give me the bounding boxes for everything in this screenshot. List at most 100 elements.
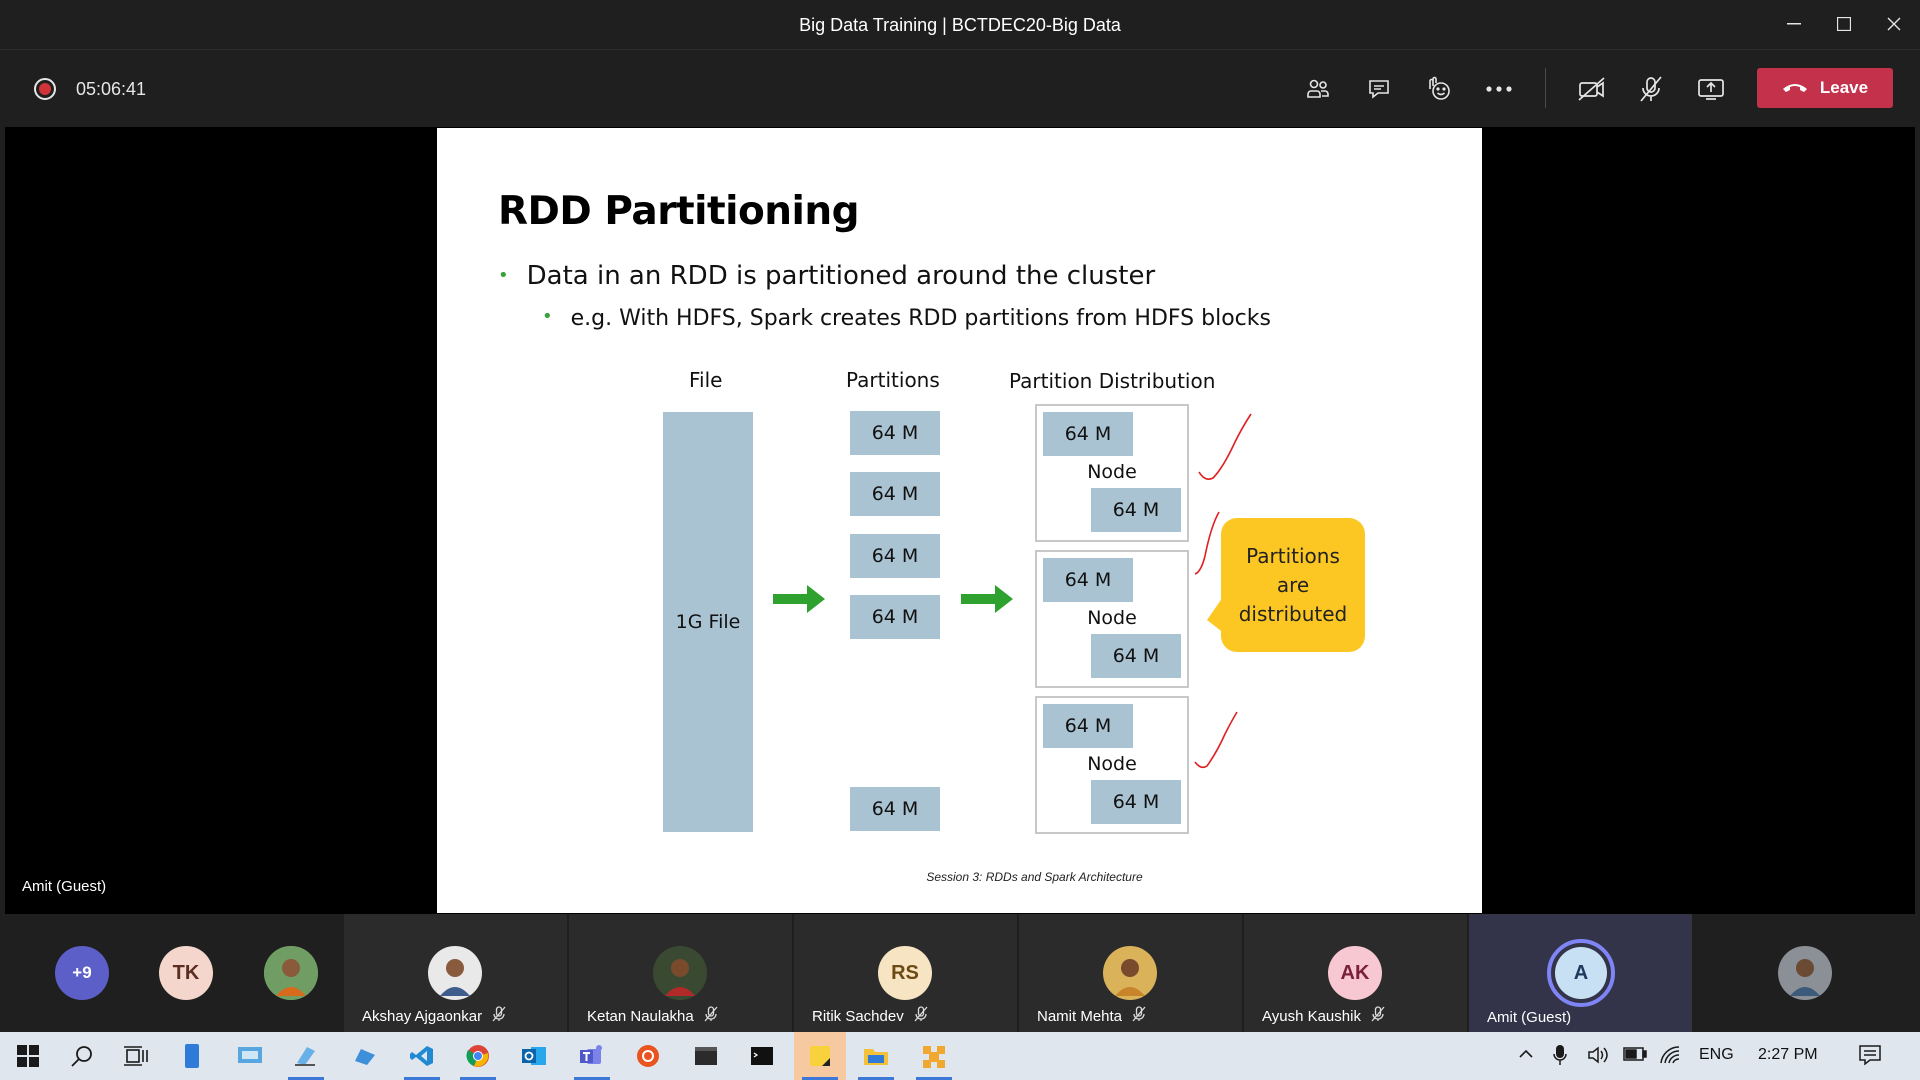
partition-block: 64 M	[850, 534, 940, 578]
hang-up-icon	[1782, 78, 1808, 98]
remote-desktop-icon[interactable]	[224, 1032, 276, 1080]
checkmark-annotation	[1194, 711, 1238, 769]
vscode-icon[interactable]	[396, 1032, 448, 1080]
avatar-photo	[428, 946, 482, 1000]
node-label: Node	[1087, 753, 1137, 775]
participant-name: Ketan Naulakha	[587, 1007, 694, 1025]
participants-strip: +9 TK Akshay Ajgaonkar Ketan Naulakha RS…	[0, 914, 1920, 1032]
share-screen-icon[interactable]	[1691, 72, 1731, 106]
node-partition-block: 64 M	[1091, 634, 1181, 678]
bullet-2-text: e.g. With HDFS, Spark creates RDD partit…	[570, 306, 1271, 331]
participants-icon[interactable]	[1298, 72, 1338, 106]
participant-tile[interactable]: AK Ayush Kaushik	[1244, 914, 1467, 1032]
node-label: Node	[1087, 461, 1137, 483]
partition-block: 64 M	[850, 472, 940, 516]
avatar-photo	[1778, 946, 1832, 1000]
mic-muted-icon	[492, 1006, 506, 1026]
partition-block: 64 M	[850, 595, 940, 639]
participant-tile[interactable]: Akshay Ajgaonkar	[344, 914, 567, 1032]
more-options-icon[interactable]	[1479, 72, 1519, 106]
avatar-photo	[653, 946, 707, 1000]
search-icon[interactable]	[56, 1032, 108, 1080]
meeting-timer: 05:06:41	[76, 79, 147, 99]
slide-footer: Session 3: RDDs and Spark Architecture	[926, 870, 1143, 884]
ubuntu-icon[interactable]	[622, 1032, 674, 1080]
participant-tile[interactable]: RS Ritik Sachdev	[794, 914, 1017, 1032]
node-partition-block: 64 M	[1043, 704, 1133, 748]
presenter-name-label: Amit (Guest)	[22, 878, 107, 895]
cloud-app-icon[interactable]	[338, 1032, 390, 1080]
volume-icon[interactable]	[1587, 1045, 1611, 1070]
teams-icon[interactable]	[566, 1032, 618, 1080]
clock[interactable]: 2:27 PM	[1758, 1046, 1818, 1063]
node-partition-block: 64 M	[1043, 412, 1133, 456]
participant-name: Amit (Guest)	[1487, 1009, 1572, 1026]
participant-tile-speaking[interactable]: A Amit (Guest)	[1469, 914, 1692, 1032]
arrow-right-icon	[773, 585, 825, 613]
shared-slide: RDD Partitioning •Data in an RDD is part…	[437, 128, 1482, 913]
avatar[interactable]: TK	[159, 946, 213, 1000]
maximize-icon[interactable]	[1824, 10, 1864, 38]
camera-off-icon[interactable]	[1572, 72, 1612, 106]
avatar-photo	[1103, 946, 1157, 1000]
avatar: A	[1555, 947, 1607, 999]
node-box: 64 M Node 64 M	[1035, 550, 1189, 688]
mic-muted-icon	[914, 1006, 928, 1026]
recording-icon	[34, 78, 56, 100]
title-bar: Big Data Training | BCTDEC20-Big Data	[0, 0, 1920, 50]
avatar-photo[interactable]	[264, 946, 318, 1000]
mic-muted-icon	[1371, 1006, 1385, 1026]
bullet-dot-icon: •	[498, 265, 509, 286]
reactions-icon[interactable]	[1419, 72, 1459, 106]
participant-name: Akshay Ajgaonkar	[362, 1007, 483, 1025]
notifications-icon[interactable]	[1858, 1044, 1882, 1071]
minimize-icon[interactable]	[1774, 10, 1814, 38]
chat-icon[interactable]	[1359, 72, 1399, 106]
file-column-header: File	[689, 368, 723, 392]
file-explorer-icon[interactable]	[850, 1032, 902, 1080]
chevron-up-icon[interactable]	[1517, 1045, 1535, 1068]
task-view-icon[interactable]	[110, 1032, 162, 1080]
callout-bubble: Partitions are distributed	[1221, 518, 1365, 652]
file-block-label: 1G File	[675, 611, 741, 633]
callout-pointer	[1207, 594, 1225, 634]
mic-off-icon[interactable]	[1631, 72, 1671, 106]
participant-name: Namit Mehta	[1037, 1007, 1123, 1025]
speaking-ring: A	[1547, 939, 1615, 1007]
node-box: 64 M Node 64 M	[1035, 404, 1189, 542]
snipping-tool-icon[interactable]	[280, 1032, 332, 1080]
avatar: AK	[1328, 946, 1382, 1000]
battery-icon[interactable]	[1623, 1047, 1647, 1066]
participant-tile[interactable]: Ketan Naulakha	[569, 914, 792, 1032]
mic-muted-icon	[1132, 1006, 1146, 1026]
arrow-right-icon	[961, 585, 1013, 613]
phone-app-icon[interactable]	[166, 1032, 218, 1080]
windows-taskbar: ENG 2:27 PM	[0, 1032, 1920, 1080]
windows-start-icon[interactable]	[2, 1032, 54, 1080]
wifi-icon[interactable]	[1659, 1045, 1681, 1070]
overflow-participants-badge[interactable]: +9	[55, 946, 109, 1000]
node-box: 64 M Node 64 M	[1035, 696, 1189, 834]
checkmark-annotation	[1198, 413, 1252, 480]
sticky-notes-icon[interactable]	[794, 1032, 846, 1080]
chrome-icon[interactable]	[452, 1032, 504, 1080]
leave-button[interactable]: Leave	[1757, 68, 1893, 108]
outlook-icon[interactable]	[508, 1032, 560, 1080]
close-icon[interactable]	[1874, 10, 1914, 38]
app-icon[interactable]	[908, 1032, 960, 1080]
terminal-icon[interactable]	[680, 1032, 732, 1080]
command-prompt-icon[interactable]	[736, 1032, 788, 1080]
language-indicator[interactable]: ENG	[1699, 1046, 1734, 1063]
node-partition-block: 64 M	[1091, 488, 1181, 532]
bullet-1-text: Data in an RDD is partitioned around the…	[526, 261, 1156, 291]
participant-tile[interactable]: Namit Mehta	[1019, 914, 1242, 1032]
avatar: RS	[878, 946, 932, 1000]
partition-block: 64 M	[850, 787, 940, 831]
bullet-1: • Data in an RDD is partitioned around th…	[498, 261, 1155, 291]
distribution-column-header: Partition Distribution	[1009, 369, 1216, 393]
participant-tile[interactable]	[1694, 914, 1920, 1032]
microphone-icon[interactable]	[1553, 1044, 1567, 1071]
callout-line-2: are	[1276, 572, 1310, 597]
file-block: 1G File	[663, 412, 753, 832]
